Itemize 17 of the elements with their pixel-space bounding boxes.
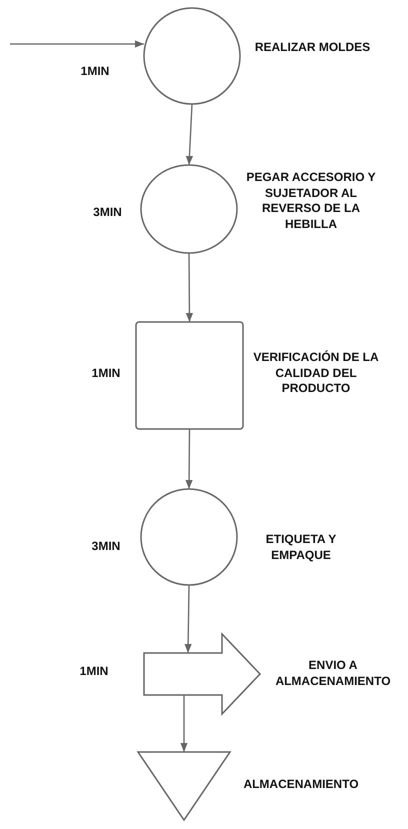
duration-label: 1MIN xyxy=(90,366,122,382)
arrow xyxy=(186,253,194,322)
duration-label: 3MIN xyxy=(90,539,122,555)
step-label: ETIQUETA Y EMPAQUE xyxy=(264,532,338,564)
arrow xyxy=(185,429,193,489)
arrow xyxy=(184,585,192,653)
arrow xyxy=(186,104,194,166)
arrow xyxy=(10,40,144,48)
step-label: VERIFICACIÓN DE LA CALIDAD DEL PRODUCTO xyxy=(252,350,380,397)
step-label: REALIZAR MOLDES xyxy=(254,40,372,56)
step-label: ENVIO A ALMACENAMIENTO xyxy=(274,658,392,690)
arrow xyxy=(180,695,188,752)
duration-label: 1MIN xyxy=(80,64,110,80)
step-label: ALMACENAMIENTO xyxy=(242,777,360,793)
duration-label: 1MIN xyxy=(78,664,110,680)
step-label: PEGAR ACCESORIO Y SUJETADOR AL REVERSO DE LA HEBILLA xyxy=(245,170,377,232)
duration-label: 3MIN xyxy=(92,205,123,221)
